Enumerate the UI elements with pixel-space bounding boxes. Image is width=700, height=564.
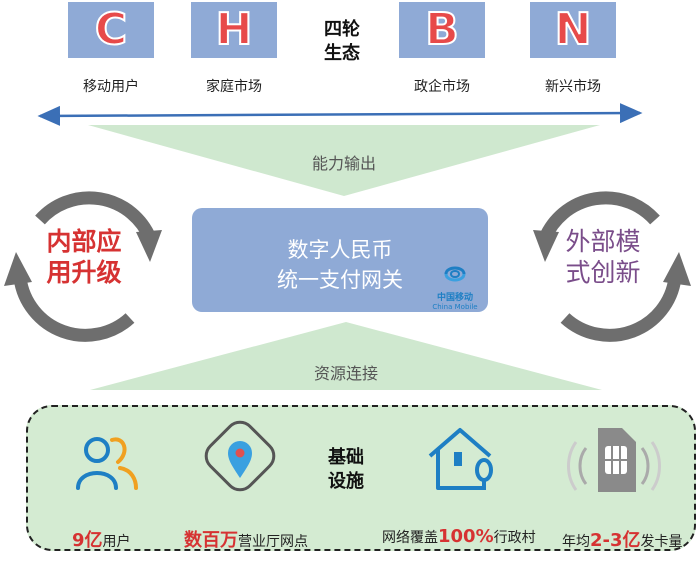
- china-mobile-logo-icon: [444, 266, 466, 282]
- stat-users-value: 9亿: [72, 530, 103, 551]
- stat-cards-prefix: 年均: [562, 534, 590, 550]
- gateway-title-line1: 数字人民币: [287, 238, 393, 262]
- external-innovation-line2: 式创新: [565, 258, 641, 287]
- resource-link-label: 资源连接: [313, 364, 378, 383]
- stat-outlets: 数百万营业厅网点: [184, 526, 308, 552]
- china-mobile-logo-cn: 中国移动: [436, 293, 473, 303]
- stat-cards-text: 发卡量: [640, 534, 683, 550]
- segment-label-n: 新兴市场: [545, 79, 601, 95]
- infrastructure-title-line2: 设施: [328, 471, 364, 492]
- segment-box-b: B: [399, 2, 485, 58]
- stat-coverage-prefix: 网络覆盖: [382, 530, 438, 546]
- china-mobile-logo: 中国移动 China Mobile: [428, 262, 482, 311]
- infrastructure-panel: [26, 405, 696, 551]
- stat-cards: 年均2-3亿发卡量: [562, 526, 683, 552]
- segment-box-h: H: [191, 2, 277, 58]
- ecosystem-title-line2: 生态: [324, 43, 360, 64]
- stat-users: 9亿用户: [72, 526, 131, 552]
- stat-coverage-value: 100%: [438, 526, 494, 547]
- external-innovation-text: 外部模 式创新: [553, 226, 653, 288]
- house-icon: [428, 428, 493, 490]
- stat-cards-value: 2-3亿: [590, 530, 641, 551]
- stat-coverage: 网络覆盖100%行政村: [382, 526, 536, 547]
- payment-gateway-box: 数字人民币 统一支付网关: [192, 208, 488, 312]
- ecosystem-title: 四轮 生态: [312, 18, 372, 66]
- gateway-title-line2: 统一支付网关: [277, 268, 403, 292]
- segment-label-c: 移动用户: [83, 79, 139, 95]
- segment-letter-b: B: [424, 4, 460, 55]
- segment-box-n: N: [530, 2, 616, 58]
- internal-upgrade-text: 内部应 用升级: [38, 226, 130, 288]
- segment-label-h: 家庭市场: [206, 79, 262, 95]
- external-innovation-line1: 外部模: [565, 227, 641, 256]
- segment-letter-n: N: [554, 4, 593, 55]
- capability-output-label: 能力输出: [311, 154, 376, 173]
- sim-card-icon: [567, 428, 661, 492]
- users-icon: [76, 437, 138, 490]
- resource-triangle: [90, 322, 602, 390]
- china-mobile-logo-en: China Mobile: [432, 303, 478, 311]
- segment-letter-h: H: [215, 4, 254, 55]
- segment-label-b: 政企市场: [414, 79, 470, 95]
- infrastructure-title-line1: 基础: [328, 447, 364, 468]
- capability-triangle: [88, 125, 600, 196]
- stat-users-text: 用户: [102, 534, 131, 550]
- stat-outlets-text: 营业厅网点: [238, 534, 308, 550]
- segment-letter-c: C: [94, 4, 128, 55]
- infrastructure-title: 基础 设施: [316, 446, 376, 494]
- stat-outlets-value: 数百万: [184, 530, 238, 551]
- ecosystem-title-line1: 四轮: [324, 19, 360, 40]
- segment-box-c: C: [68, 2, 154, 58]
- left-cycle-icon: [13, 191, 156, 342]
- right-cycle-icon: [539, 191, 682, 342]
- stat-coverage-text: 行政村: [493, 530, 536, 546]
- internal-upgrade-line1: 内部应: [46, 227, 122, 256]
- double-arrow-line: [37, 103, 643, 126]
- internal-upgrade-line2: 用升级: [46, 258, 122, 287]
- location-pin-icon: [204, 420, 276, 492]
